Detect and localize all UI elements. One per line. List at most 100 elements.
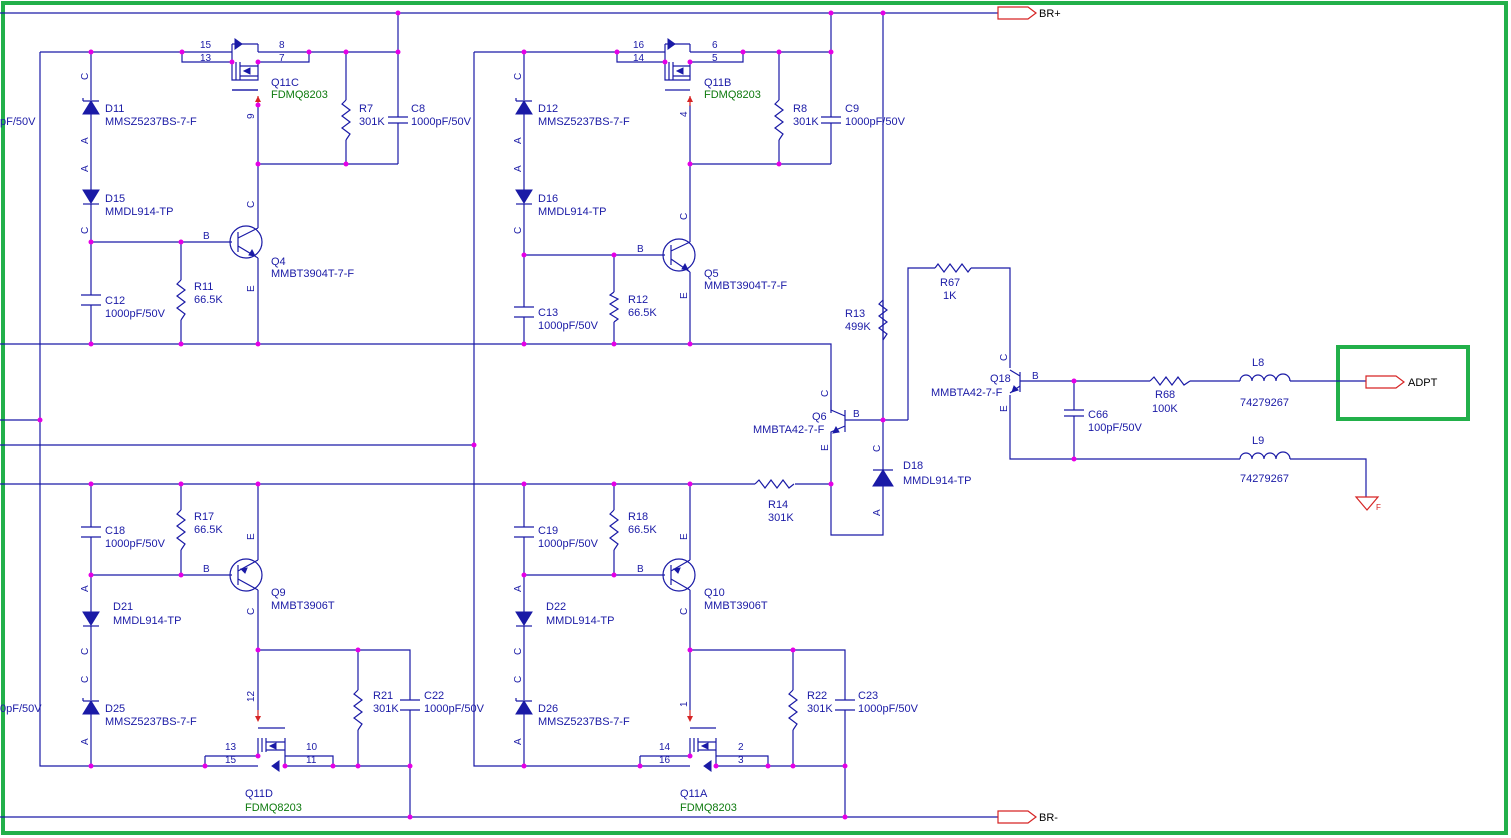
pin-number: 7	[279, 53, 285, 64]
ref-c22: C22	[424, 690, 444, 702]
value-r17: 66.5K	[194, 524, 223, 536]
resistors	[176, 99, 1191, 731]
pin-letter-a: A	[80, 738, 91, 745]
value-r68: 100K	[1152, 403, 1178, 415]
pin-letter-c: C	[999, 354, 1010, 361]
ref-d18: D18	[903, 460, 923, 472]
ref-q11d: Q11D	[245, 788, 273, 800]
ref-c9: C9	[845, 103, 859, 115]
pin-letter-c: C	[80, 648, 91, 655]
pin-number: 15	[200, 40, 212, 51]
transistor-q10	[662, 558, 696, 592]
part-q11a: FDMQ8203	[680, 802, 737, 814]
ref-d11: D11	[105, 103, 124, 115]
pin-letter-c: C	[246, 201, 257, 208]
pin-letter-e: E	[679, 533, 690, 540]
part-q18: MMBTA42-7-F	[931, 387, 1003, 399]
part-q11c: FDMQ8203	[271, 89, 328, 101]
value-c22: 1000pF/50V	[424, 703, 485, 715]
ref-r68: R68	[1155, 389, 1175, 401]
part-q10: MMBT3906T	[704, 600, 768, 612]
net-label-adpt: ADPT	[1408, 377, 1438, 389]
pin-number: 3	[738, 755, 744, 766]
pin-letter-a: A	[872, 509, 883, 516]
ref-q10: Q10	[704, 587, 725, 599]
part-d11: MMSZ5237BS-7-F	[105, 116, 197, 128]
ref-c19: C19	[538, 525, 558, 537]
mosfet-q11a	[687, 710, 716, 772]
inductors	[1239, 373, 1291, 460]
pin-number: 12	[246, 690, 257, 702]
ref-q11b: Q11B	[704, 77, 731, 89]
value-c12: 1000pF/50V	[105, 308, 166, 320]
pin-number: 16	[659, 755, 671, 766]
ref-r18: R18	[628, 511, 648, 523]
ref-c18: C18	[105, 525, 125, 537]
value-r21: 301K	[373, 703, 399, 715]
pin-letter-c: C	[513, 648, 524, 655]
ref-r21: R21	[373, 690, 393, 702]
value-r7: 301K	[359, 116, 385, 128]
clipped-cap-value-bottom: 0pF/50V	[0, 703, 42, 715]
transistor-q18	[1009, 369, 1024, 394]
mosfet-q11d	[255, 710, 285, 772]
pin-letter-e: E	[246, 285, 257, 292]
pin-letter-b: B	[637, 564, 644, 575]
pin-number: 9	[246, 113, 257, 119]
pin-letter-c: C	[80, 676, 91, 683]
pin-letter-e: E	[246, 533, 257, 540]
pin-number: 4	[679, 111, 690, 117]
ref-r17: R17	[194, 511, 214, 523]
ref-c8: C8	[411, 103, 425, 115]
value-c23: 1000pF/50V	[858, 703, 919, 715]
ref-q18: Q18	[990, 373, 1011, 385]
pin-letter-c: C	[513, 73, 524, 80]
part-q9: MMBT3906T	[271, 600, 335, 612]
pin-letter-e: E	[679, 292, 690, 299]
part-l8: 74279267	[1240, 397, 1289, 409]
ref-l8: L8	[1252, 357, 1264, 369]
net-label-gnd: F	[1376, 503, 1381, 512]
value-c19: 1000pF/50V	[538, 538, 599, 550]
ref-c12: C12	[105, 295, 125, 307]
part-d12: MMSZ5237BS-7-F	[538, 116, 630, 128]
pin-letter-c: C	[513, 676, 524, 683]
part-d25: MMSZ5237BS-7-F	[105, 716, 197, 728]
pin-letter-b: B	[1032, 371, 1039, 382]
transistor-pin-letters: B C E B C E B E C B E C B C E B C E	[203, 201, 1039, 615]
ref-r22: R22	[807, 690, 827, 702]
pin-number: 15	[225, 755, 237, 766]
value-r67: 1K	[943, 290, 957, 302]
pin-number: 5	[712, 53, 718, 64]
pin-number: 6	[712, 40, 718, 51]
part-d21: MMDL914-TP	[113, 615, 181, 627]
value-c9: 1000pF/50V	[845, 116, 906, 128]
pin-number: 11	[306, 755, 317, 766]
junctions	[37, 10, 1077, 820]
part-d26: MMSZ5237BS-7-F	[538, 716, 630, 728]
transistor-q4	[229, 225, 263, 259]
pin-letter-a: A	[80, 165, 91, 172]
pin-letter-b: B	[853, 409, 860, 420]
ref-d26: D26	[538, 703, 558, 715]
part-d15: MMDL914-TP	[105, 206, 173, 218]
pin-letter-c: C	[820, 390, 831, 397]
value-r22: 301K	[807, 703, 833, 715]
clipped-cap-value-top: pF/50V	[0, 116, 36, 128]
pin-letter-c: C	[246, 608, 257, 615]
pin-letter-e: E	[820, 444, 831, 451]
part-l9: 74279267	[1240, 473, 1289, 485]
pin-letter-b: B	[203, 231, 210, 242]
pin-letter-c: C	[679, 213, 690, 220]
pin-number: 14	[633, 53, 645, 64]
ref-d15: D15	[105, 193, 125, 205]
ref-q4: Q4	[271, 256, 286, 268]
ref-q11c: Q11C	[271, 77, 299, 89]
pin-letter-c: C	[872, 445, 883, 452]
net-label-br-minus: BR-	[1039, 812, 1058, 824]
part-d22: MMDL914-TP	[546, 615, 614, 627]
pin-letter-a: A	[513, 165, 524, 172]
pin-letter-a: A	[513, 738, 524, 745]
pin-letter-e: E	[999, 405, 1010, 412]
